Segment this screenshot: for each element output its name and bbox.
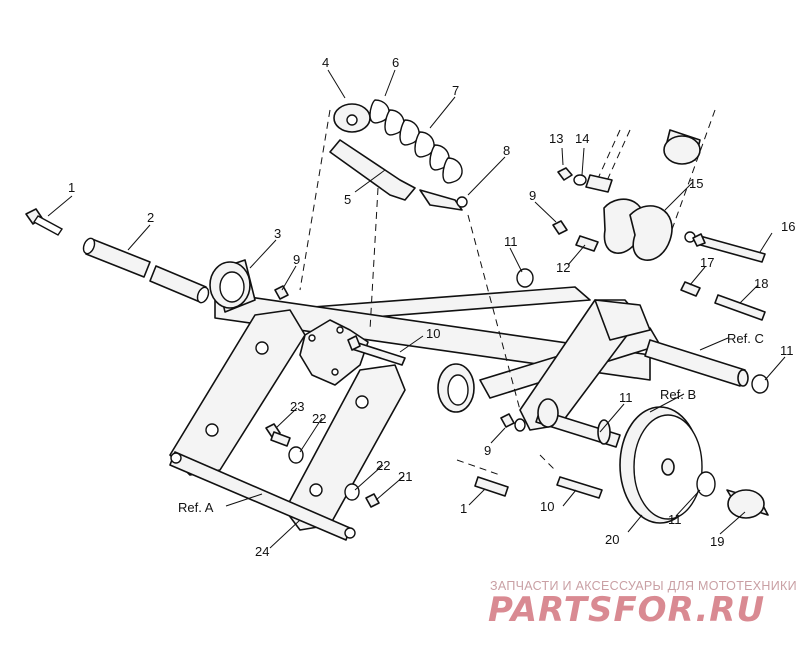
pivot-axle-tube — [214, 291, 651, 381]
sleeve-3 — [209, 259, 256, 313]
idler-wheel-20 — [619, 406, 703, 524]
shock-absorber — [329, 99, 468, 211]
callout-2: 2 — [147, 210, 154, 225]
callout-10-upper: 10 — [426, 326, 440, 341]
callout-9-left: 9 — [293, 252, 300, 267]
callout-11-wheel: 11 — [668, 512, 682, 527]
callout-1-top: 1 — [68, 180, 75, 195]
shaft-2 — [82, 237, 210, 304]
callout-24: 24 — [255, 544, 269, 559]
callout-11-upper: 11 — [504, 234, 518, 249]
callout-17: 17 — [700, 255, 714, 270]
callout-14: 14 — [575, 131, 589, 146]
callout-21: 21 — [398, 469, 412, 484]
lower-cross-bar — [169, 451, 356, 541]
callout-19: 19 — [710, 534, 724, 549]
watermark-logo: PARTSFOR.RU — [488, 590, 765, 630]
callout-6: 6 — [392, 55, 399, 70]
bolt-1-left — [25, 208, 64, 236]
ref-b-label: Ref. B — [660, 387, 696, 402]
callout-1-lower: 1 — [460, 501, 467, 516]
center-sleeve — [437, 363, 475, 413]
callout-5: 5 — [344, 192, 351, 207]
callout-8: 8 — [503, 143, 510, 158]
callout-labels: 1 2 3 4 5 6 7 8 9 9 9 10 10 11 11 11 11 … — [68, 55, 795, 559]
callout-22-lower: 22 — [376, 458, 390, 473]
upper-right-hardware — [557, 129, 766, 263]
assembly-guide-lines — [299, 109, 716, 476]
callout-7: 7 — [452, 83, 459, 98]
watermark-tagline: ЗАПЧАСТИ И АКСЕССУАРЫ ДЛЯ МОТОТЕХНИКИ — [490, 579, 797, 593]
callout-9-upper-right: 9 — [529, 188, 536, 203]
callout-12: 12 — [556, 260, 570, 275]
reference-labels: Ref. A Ref. B Ref. C — [178, 331, 764, 515]
callout-16: 16 — [781, 219, 795, 234]
small-hardware — [265, 220, 769, 508]
callout-13: 13 — [549, 131, 563, 146]
callout-23: 23 — [290, 399, 304, 414]
ref-c-label: Ref. C — [727, 331, 764, 346]
ref-a-label: Ref. A — [178, 500, 214, 515]
leader-lines — [47, 69, 786, 549]
callout-9-center: 9 — [484, 443, 491, 458]
watermark: ЗАПЧАСТИ И АКСЕССУАРЫ ДЛЯ МОТОТЕХНИКИ PA… — [488, 579, 797, 630]
left-arm-plate — [169, 309, 306, 476]
callout-20: 20 — [605, 532, 619, 547]
callout-15: 15 — [689, 176, 703, 191]
shaft-b — [535, 398, 621, 448]
callout-11-right: 11 — [780, 343, 794, 358]
callout-3: 3 — [274, 226, 281, 241]
callout-10-lower: 10 — [540, 499, 554, 514]
callout-4: 4 — [322, 55, 329, 70]
callout-22-upper: 22 — [312, 411, 326, 426]
right-arm-plate — [284, 364, 406, 531]
rear-axle-c — [644, 339, 749, 387]
spacer-19 — [726, 489, 769, 519]
callout-11-middle: 11 — [619, 390, 633, 405]
callout-18: 18 — [754, 276, 768, 291]
washer-11-wheel — [696, 471, 716, 497]
